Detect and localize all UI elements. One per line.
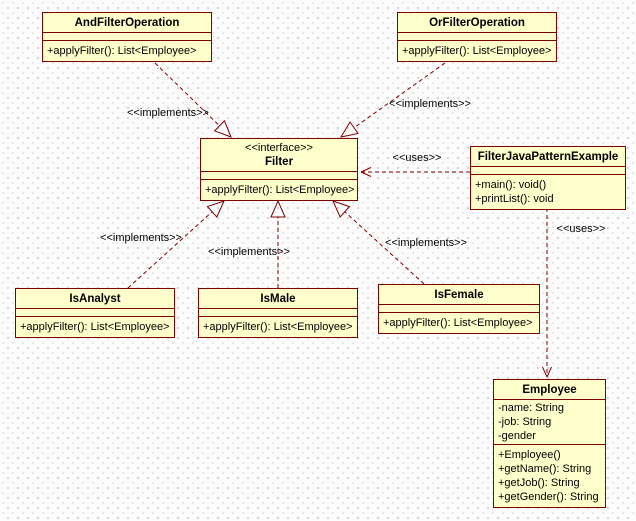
edge-ismale-implements-filter[interactable]	[270, 199, 286, 288]
class-attributes	[43, 33, 211, 41]
class-orfilteroperation[interactable]: OrFilterOperation +applyFilter(): List<E…	[397, 12, 557, 62]
class-title: IsMale	[199, 289, 357, 309]
hollow-triangle-arrowhead	[206, 200, 225, 218]
edge-filterjavapatternexample-uses-filter[interactable]	[360, 167, 470, 177]
member-line: +printList(): void	[475, 193, 554, 205]
class-employee[interactable]: Employee -name: String -job: String -gende…	[493, 379, 606, 508]
class-andfilteroperation[interactable]: AndFilterOperation +applyFilter(): List<…	[42, 12, 212, 62]
class-attributes	[471, 167, 625, 175]
member-line: +getGender(): String	[498, 491, 599, 503]
class-isanalyst[interactable]: IsAnalyst +applyFilter(): List<Employee>	[15, 288, 175, 338]
class-methods: +applyFilter(): List<Employee>	[201, 180, 357, 200]
class-title: AndFilterOperation	[43, 13, 211, 33]
class-filterjavapatternexample[interactable]: FilterJavaPatternExample +main(): void()…	[470, 146, 626, 210]
member-line: +applyFilter(): List<Employee>	[203, 321, 353, 333]
edge-label-uses-employee: <<uses>>	[556, 223, 606, 235]
member-line: -gender	[498, 430, 536, 442]
class-methods: +applyFilter(): List<Employee>	[398, 41, 556, 61]
edge-label-implements-andfilteroperation: <<implements>>	[127, 107, 209, 119]
class-title: Employee	[494, 380, 605, 400]
class-methods: +applyFilter(): List<Employee>	[43, 41, 211, 61]
class-methods: +main(): void() +printList(): void	[471, 175, 625, 209]
member-line: +getName(): String	[498, 463, 592, 475]
member-line: +applyFilter(): List<Employee>	[402, 45, 552, 57]
class-title: OrFilterOperation	[398, 13, 556, 33]
member-line: +main(): void()	[475, 179, 547, 191]
member-line: +applyFilter(): List<Employee>	[205, 184, 355, 196]
class-title: <<interface>> Filter	[201, 139, 357, 172]
member-line: +applyFilter(): List<Employee>	[20, 321, 170, 333]
class-title: IsFemale	[379, 285, 539, 305]
hollow-triangle-arrowhead	[332, 200, 351, 218]
edge-label-implements-ismale: <<implements>>	[208, 246, 290, 258]
class-attributes	[379, 305, 539, 313]
class-isfemale[interactable]: IsFemale +applyFilter(): List<Employee>	[378, 284, 540, 334]
edge-label-implements-isanalyst: <<implements>>	[100, 232, 182, 244]
class-attributes: -name: String -job: String -gender	[494, 400, 605, 445]
class-attributes	[201, 172, 357, 180]
member-line: +getJob(): String	[498, 477, 580, 489]
class-title: IsAnalyst	[16, 289, 174, 309]
class-title: FilterJavaPatternExample	[471, 147, 625, 167]
edge-filterjavapatternexample-uses-employee[interactable]	[542, 208, 552, 378]
class-attributes	[199, 309, 357, 317]
edge-isanalyst-implements-filter[interactable]	[127, 200, 225, 289]
class-methods: +applyFilter(): List<Employee>	[379, 313, 539, 333]
class-methods: +applyFilter(): List<Employee>	[16, 317, 174, 337]
class-attributes	[398, 33, 556, 41]
class-name: Filter	[264, 156, 294, 168]
edge-orfilteroperation-implements-filter[interactable]	[339, 62, 446, 138]
class-ismale[interactable]: IsMale +applyFilter(): List<Employee>	[198, 288, 358, 338]
hollow-triangle-arrowhead	[213, 119, 232, 138]
class-filter[interactable]: <<interface>> Filter +applyFilter(): Lis…	[200, 138, 358, 201]
edge-label-implements-orfilteroperation: <<implements>>	[389, 98, 471, 110]
edge-isfemale-implements-filter[interactable]	[332, 200, 425, 285]
member-line: +applyFilter(): List<Employee>	[383, 317, 533, 329]
member-line: -name: String	[498, 402, 565, 414]
class-attributes	[16, 309, 174, 317]
class-methods: +applyFilter(): List<Employee>	[199, 317, 357, 337]
class-stereotype: <<interface>>	[245, 142, 313, 154]
hollow-triangle-arrowhead	[270, 199, 286, 218]
edge-label-implements-isfemale: <<implements>>	[385, 237, 467, 249]
edge-andfilteroperation-implements-filter[interactable]	[154, 62, 232, 138]
hollow-triangle-arrowhead	[339, 121, 359, 138]
member-line: +applyFilter(): List<Employee>	[47, 45, 197, 57]
class-methods: +Employee() +getName(): String +getJob(): …	[494, 445, 605, 507]
member-line: -job: String	[498, 416, 552, 428]
member-line: +Employee()	[498, 449, 561, 461]
edge-label-uses-filter: <<uses>>	[392, 152, 442, 164]
